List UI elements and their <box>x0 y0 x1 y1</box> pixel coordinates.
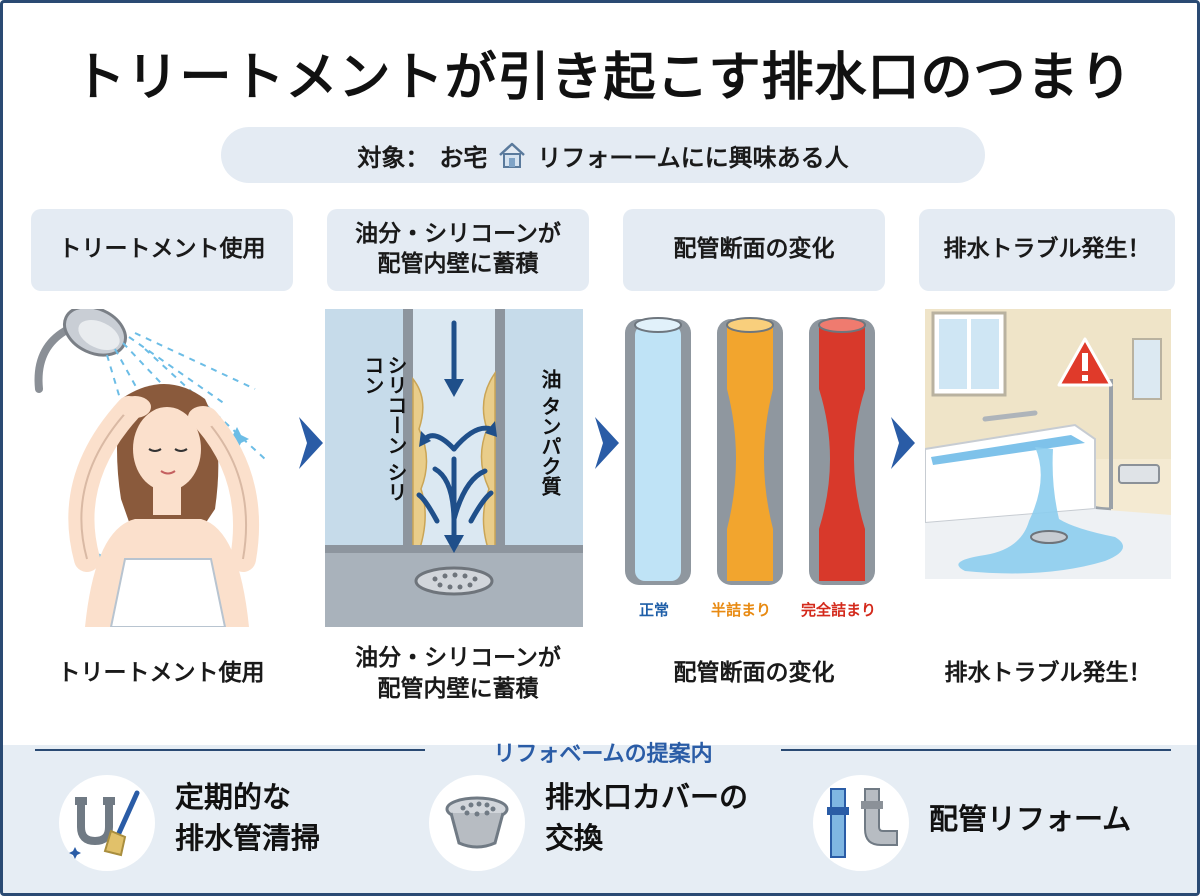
pipe-cross-section-illustration <box>621 309 887 627</box>
step-2-label-line2: 配管内壁に蓄積 <box>377 251 539 277</box>
pipe-elbow-icon <box>813 775 909 871</box>
drain-cover-icon <box>429 775 525 871</box>
fully-clogged-pipe <box>809 317 875 585</box>
step-1-label: トリートメント使用 <box>31 209 293 291</box>
next-step-arrow-icon <box>299 417 323 469</box>
proposal-title: リフォベームの提案内 <box>493 742 713 767</box>
bathroom-flood-illustration <box>925 309 1171 627</box>
step-3-label: 配管断面の変化 <box>623 209 885 291</box>
step-4-label: 排水トラブル発生！ <box>919 209 1175 291</box>
proposal-3-text: 配管リフォーム <box>929 802 1132 836</box>
pipe-label-normal: 正常 <box>639 601 670 619</box>
proposal-section <box>3 745 1197 893</box>
pipe-label-full: 完全詰まり <box>801 601 877 619</box>
annotation-oil-protein: 油 タンパク質 <box>538 369 562 496</box>
step-2-caption-line1: 油分・シリコーンが <box>355 644 561 671</box>
pipe-label-half: 半詰まり <box>711 601 772 619</box>
target-audience-pill: 対象： お宅 リフォーームにに興味ある人 <box>221 127 985 183</box>
next-step-arrow-icon <box>891 417 915 469</box>
normal-pipe <box>625 317 691 585</box>
next-step-arrow-icon <box>595 417 619 469</box>
step-2-label: 油分・シリコーンが 配管内壁に蓄積 <box>327 209 589 291</box>
half-clogged-pipe <box>717 317 783 585</box>
proposal-2-text: 排水口カバーの 交換 <box>545 780 749 855</box>
pipe-brush-icon <box>59 775 155 871</box>
step-2-caption: 油分・シリコーンが 配管内壁に蓄積 <box>323 639 593 709</box>
step-2-label-line1: 油分・シリコーンが <box>355 221 561 248</box>
house-icon <box>497 140 527 170</box>
target-text-before: お宅 <box>439 143 488 172</box>
divider-right <box>781 749 1171 751</box>
step-4-caption: 排水トラブル発生！ <box>944 660 1152 687</box>
annotation-silicone: シリコーン シリコン <box>361 355 408 502</box>
warning-icon <box>1057 337 1113 387</box>
woman-shower-illustration <box>25 309 287 627</box>
divider-left <box>35 749 425 751</box>
step-1-caption: トリートメント使用 <box>57 660 265 687</box>
step-2-caption-line2: 配管内壁に蓄積 <box>377 676 539 702</box>
shower-head-icon <box>34 309 127 393</box>
target-text-after: リフォーームにに興味ある人 <box>537 143 849 172</box>
target-label: 対象： <box>357 143 430 172</box>
pipe-interior-illustration: シリコーン シリコン 油 タンパク質 <box>325 309 583 627</box>
step-3-caption: 配管断面の変化 <box>673 660 835 687</box>
proposal-1-text: 定期的な 排水管清掃 <box>175 780 321 855</box>
page-title: トリートメントが引き起こす排水口のつまり <box>73 48 1133 108</box>
